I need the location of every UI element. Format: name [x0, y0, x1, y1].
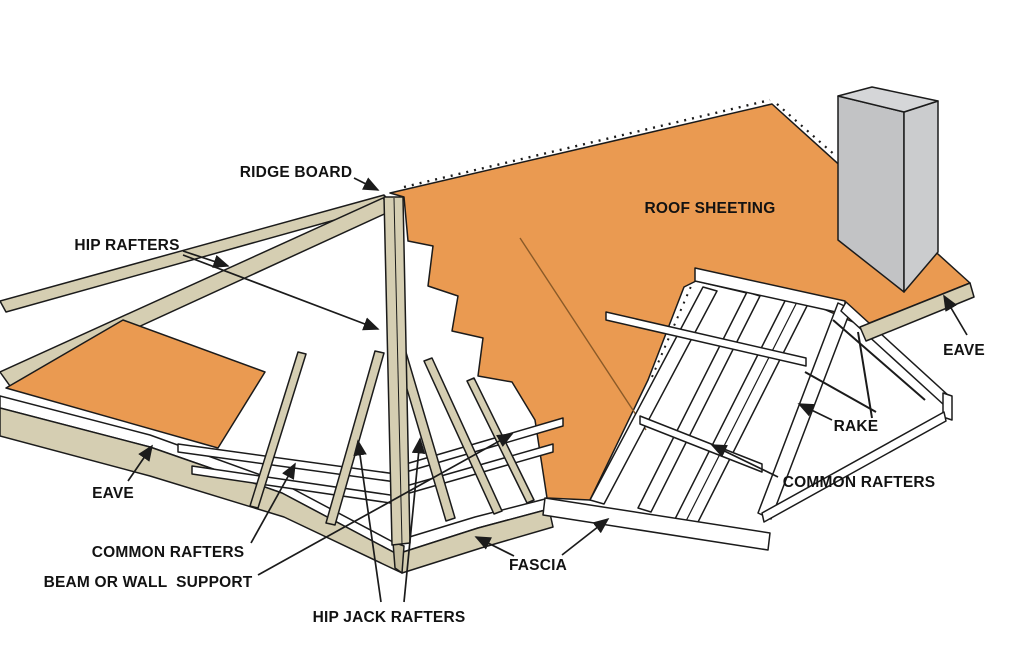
label-hip-jack-rafters: HIP JACK RAFTERS [313, 609, 466, 626]
label-hip-rafters: HIP RAFTERS [74, 237, 179, 254]
hip-jack-rafters-arrow-1 [353, 439, 382, 603]
wing-brace-3 [857, 331, 873, 419]
label-beam-or-wall-support: BEAM OR WALL SUPPORT [44, 574, 253, 591]
wing-brace-1 [832, 319, 926, 401]
hip-jack-rafters-arrow-2 [403, 437, 426, 603]
hip-jack-rafter-1 [325, 350, 385, 526]
common-rafter-left-board [249, 351, 307, 509]
beam-or-wall-support-arrow [257, 433, 514, 576]
ridge-board-arrow [353, 177, 380, 191]
label-eave-right: EAVE [943, 342, 985, 359]
sheeting-patch-left [5, 319, 266, 449]
corner-end-face [392, 541, 405, 574]
ridge-board-edge [393, 197, 403, 545]
fascia-arrow-2 [561, 517, 610, 556]
label-rake: RAKE [834, 418, 879, 435]
label-common-rafters-right: COMMON RAFTERS [783, 474, 936, 491]
ridge-serration-right [776, 103, 837, 157]
eave-right-arrow [943, 294, 968, 336]
label-ridge-board: RIDGE BOARD [240, 164, 352, 181]
eave-left-arrow [127, 444, 153, 482]
common-rafters-left-arrow [250, 462, 296, 544]
ridge-serration [403, 98, 771, 189]
common-rafters-right-arrow [710, 444, 779, 478]
rake-arrow [797, 403, 833, 421]
label-roof-sheeting: ROOF SHEETING [645, 200, 776, 217]
fascia-board [542, 497, 771, 551]
cut-serration [651, 283, 693, 378]
fascia-arrow-1 [474, 536, 515, 557]
hip-rafters-arrow-1 [182, 250, 230, 268]
wing-brace-2 [804, 371, 877, 413]
wing-bottom-chord [761, 411, 947, 523]
far-rake-end-cap [942, 392, 953, 421]
sheeting-seam [519, 237, 647, 431]
mid-rafter-3-line [682, 299, 799, 528]
batten-upper [605, 311, 807, 367]
mid-rafter-1 [589, 286, 718, 505]
hip-jack-rafter-3 [423, 357, 503, 515]
label-common-rafters-left: COMMON RAFTERS [92, 544, 245, 561]
label-fascia: FASCIA [509, 557, 567, 574]
label-eave-left: EAVE [92, 485, 134, 502]
hip-rafters-arrow-2 [182, 254, 380, 331]
chimney-top-face [837, 86, 939, 113]
